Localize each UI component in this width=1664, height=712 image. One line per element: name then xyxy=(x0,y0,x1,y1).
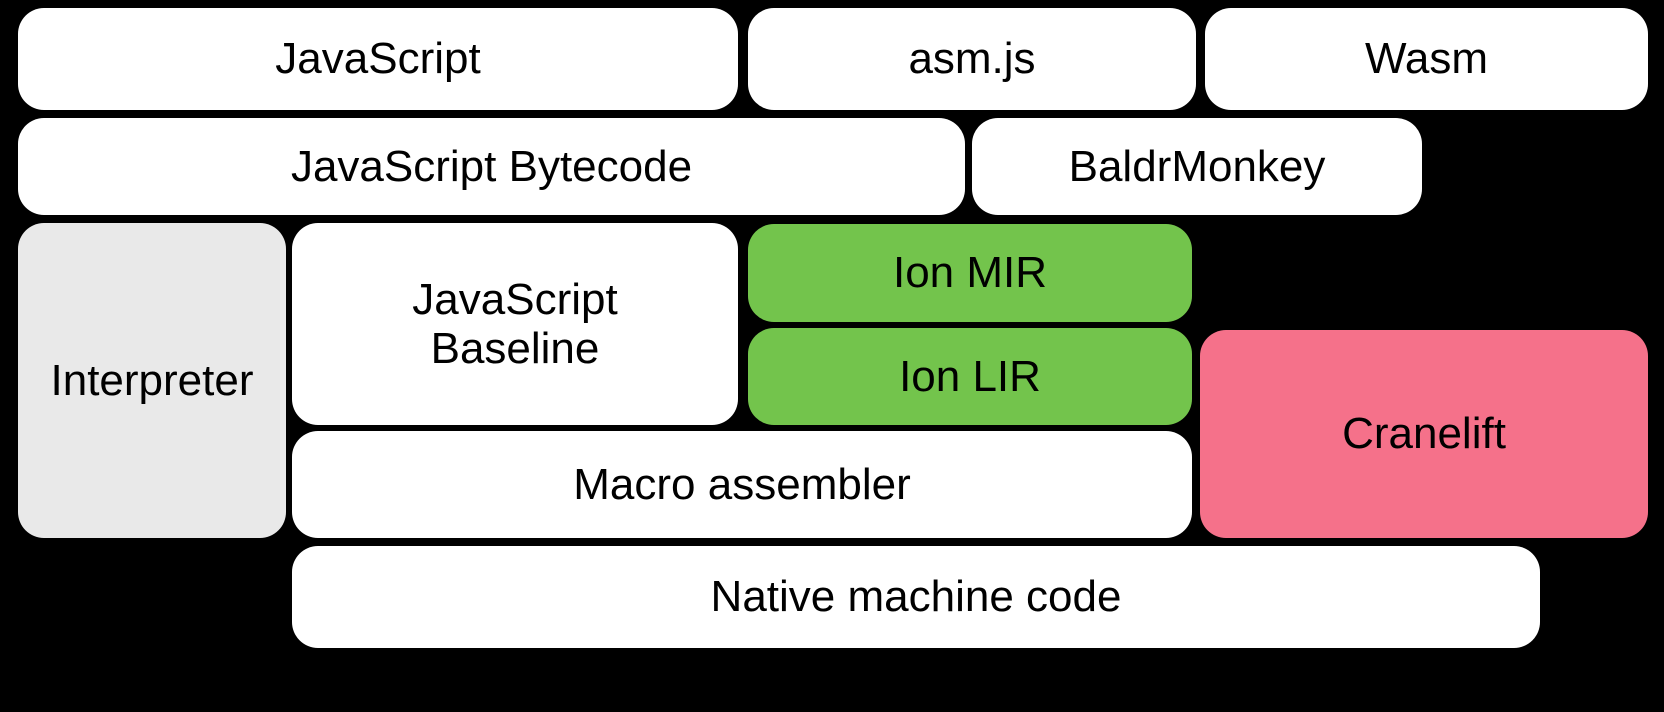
node-label: JavaScript xyxy=(275,34,481,84)
node-asm-js[interactable]: asm.js xyxy=(748,8,1196,110)
node-native-machine-code[interactable]: Native machine code xyxy=(292,546,1540,648)
node-label: BaldrMonkey xyxy=(1068,141,1326,191)
node-label: JavaScript Bytecode xyxy=(290,141,693,191)
node-ion-mir[interactable]: Ion MIR xyxy=(748,224,1192,322)
node-label: Ion LIR xyxy=(899,351,1041,401)
node-ion-lir[interactable]: Ion LIR xyxy=(748,328,1192,425)
node-label: Cranelift xyxy=(1342,409,1506,459)
node-cranelift[interactable]: Cranelift xyxy=(1200,330,1648,538)
node-label: Ion MIR xyxy=(892,248,1048,298)
node-javascript-baseline[interactable]: JavaScript Baseline xyxy=(292,223,738,425)
node-macro-assembler[interactable]: Macro assembler xyxy=(292,431,1192,538)
node-wasm[interactable]: Wasm xyxy=(1205,8,1648,110)
node-label: Macro assembler xyxy=(573,459,911,509)
node-interpreter[interactable]: Interpreter xyxy=(18,223,286,538)
node-label: Wasm xyxy=(1364,34,1489,84)
node-baldrmonkey[interactable]: BaldrMonkey xyxy=(972,118,1422,215)
node-javascript-bytecode[interactable]: JavaScript Bytecode xyxy=(18,118,965,215)
node-label: JavaScript Baseline xyxy=(412,274,618,373)
node-label: Interpreter xyxy=(50,355,254,405)
node-javascript[interactable]: JavaScript xyxy=(18,8,738,110)
node-label: Native machine code xyxy=(710,572,1122,622)
node-label: asm.js xyxy=(908,34,1036,84)
